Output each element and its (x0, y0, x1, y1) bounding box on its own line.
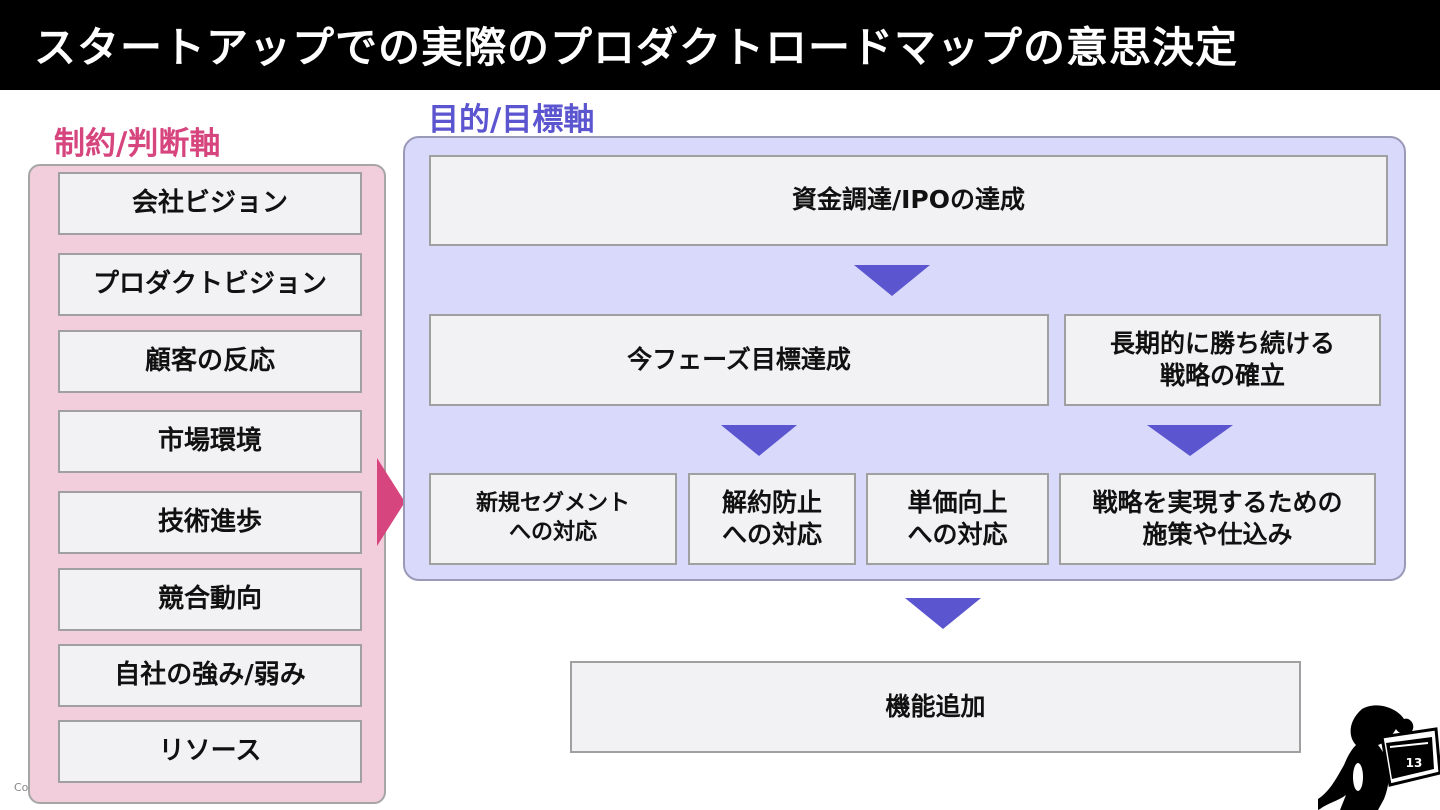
constraint-item-competition: 競合動向 (58, 568, 362, 631)
down-arrow-icon (854, 265, 930, 296)
constraint-item-company-vision: 会社ビジョン (58, 172, 362, 235)
pink-arrow-icon (377, 458, 405, 546)
goal-heading: 目的/目標軸 (428, 102, 595, 138)
result-feature-addition: 機能追加 (570, 661, 1301, 753)
constraint-item-customer-reaction: 顧客の反応 (58, 330, 362, 393)
constraint-item-strengths: 自社の強み/弱み (58, 644, 362, 707)
down-arrow-icon (1147, 425, 1233, 456)
footer-copyright: Co (14, 781, 29, 794)
constraint-item-market: 市場環境 (58, 410, 362, 473)
sub-new-segment: 新規セグメントへの対応 (429, 473, 677, 565)
constraint-item-resources: リソース (58, 720, 362, 783)
constraint-heading: 制約/判断軸 (54, 126, 221, 162)
slide-title: スタートアップでの実際のプロダクトロードマップの意思決定 (34, 23, 1239, 72)
page-number: 13 (1406, 756, 1423, 770)
goal-long-term: 長期的に勝ち続ける戦略の確立 (1064, 314, 1381, 406)
sub-price-increase: 単価向上への対応 (866, 473, 1049, 565)
sub-strategy-measures: 戦略を実現するための施策や仕込み (1059, 473, 1376, 565)
sub-churn-prevention: 解約防止への対応 (688, 473, 856, 565)
title-bar (0, 0, 1440, 90)
dog-mascot-icon: 13 (1318, 705, 1440, 810)
goal-phase: 今フェーズ目標達成 (429, 314, 1049, 406)
constraint-item-technology: 技術進歩 (58, 491, 362, 554)
goal-funding-ipo: 資金調達/IPOの達成 (429, 155, 1388, 246)
down-arrow-icon (905, 598, 981, 629)
constraint-item-product-vision: プロダクトビジョン (58, 253, 362, 316)
down-arrow-icon (721, 425, 797, 456)
